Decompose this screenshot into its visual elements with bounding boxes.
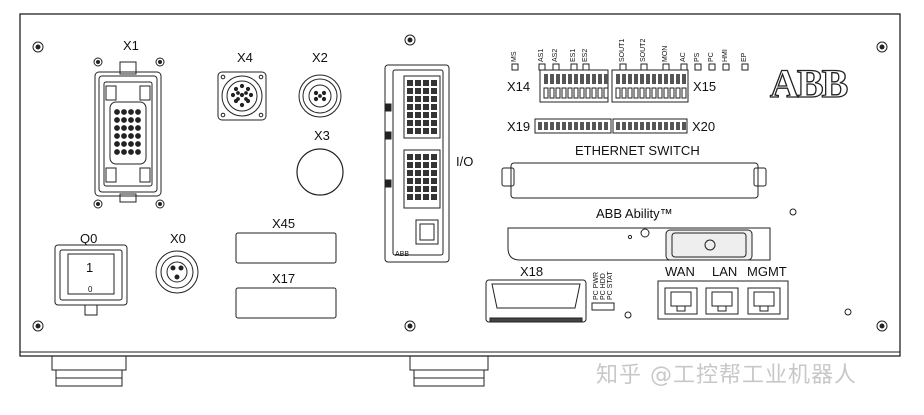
pc-led-label: PC STAT	[607, 271, 614, 300]
pc-led-strip	[591, 302, 615, 311]
x45-cover	[235, 232, 337, 264]
x19-terminal-strip[interactable]	[534, 118, 612, 134]
abb-ability-module[interactable]	[507, 227, 771, 261]
terminal-box	[511, 63, 519, 71]
lan-label: LAN	[712, 264, 737, 279]
wan-port-icon	[664, 287, 698, 315]
terminal-label: SOUT2	[640, 39, 647, 62]
terminal-box	[741, 63, 749, 71]
terminal-label: AS1	[538, 49, 545, 62]
x3-label: X3	[314, 128, 330, 143]
terminal-label: AS2	[552, 49, 559, 62]
abb-logo: ABB	[769, 60, 850, 106]
x4-connector[interactable]	[217, 71, 267, 121]
terminal-label: SOUT1	[619, 39, 626, 62]
terminal-box	[708, 63, 716, 71]
x18-port[interactable]	[485, 279, 587, 323]
terminal-strip-teeth	[538, 122, 686, 130]
screw-icon	[876, 41, 888, 53]
x3-blank-plug	[296, 148, 344, 196]
wan-label: WAN	[665, 264, 695, 279]
q0-label: Q0	[80, 231, 97, 246]
screw-icon	[404, 320, 416, 332]
x18-label: X18	[520, 264, 543, 279]
terminal-box	[694, 63, 702, 71]
screw-icon	[155, 57, 165, 67]
screw-icon	[32, 41, 44, 53]
top-terminal-labels: MS AS1 AS2 ES1 ES2 SOUT1 SOUT2 MON AC PS PC HMI EP	[511, 39, 749, 71]
q0-on-mark: 1	[86, 260, 93, 275]
watermark: 知乎 @工控帮工业机器人	[596, 363, 857, 388]
bottom-cable-glands	[51, 355, 489, 387]
x14-terminal-block[interactable]	[539, 69, 609, 103]
x2-label: X2	[312, 50, 328, 65]
x4-label: X4	[237, 50, 253, 65]
q0-main-switch[interactable]	[54, 244, 128, 316]
terminal-label: EP	[741, 52, 748, 62]
ethernet-ports[interactable]	[657, 280, 789, 320]
x2-connector[interactable]	[298, 74, 342, 118]
x1-label: X1	[123, 38, 139, 53]
terminal-label: PS	[694, 52, 701, 62]
x17-label: X17	[272, 271, 295, 286]
io-label: I/O	[456, 154, 473, 169]
screw-icon	[404, 34, 416, 46]
terminal-label: MS	[511, 51, 518, 62]
screw-icon	[155, 199, 165, 209]
x15-terminal-block[interactable]	[611, 69, 689, 103]
x15-label: X15	[693, 79, 716, 94]
screw-icon	[876, 320, 888, 332]
x19-label: X19	[507, 119, 530, 134]
terminal-block-teeth	[543, 74, 687, 99]
mgmt-label: MGMT	[747, 264, 787, 279]
ethernet-switch-slot	[501, 162, 767, 199]
x20-terminal-strip[interactable]	[612, 118, 688, 134]
abb-ability-label: ABB Ability™	[596, 206, 673, 221]
x0-label: X0	[170, 231, 186, 246]
io-brand-label: ABB	[395, 251, 409, 258]
screw-icon	[93, 199, 103, 209]
q0-off-mark: 0	[88, 285, 93, 294]
x45-label: X45	[272, 216, 295, 231]
x20-label: X20	[692, 119, 715, 134]
x17-cover	[235, 287, 337, 319]
terminal-label: MON	[662, 46, 669, 62]
terminal-label: AC	[680, 52, 687, 62]
x1-connector[interactable]	[94, 61, 162, 203]
pc-led-label: PC HDD	[600, 273, 607, 300]
terminal-label: ES1	[570, 49, 577, 62]
ethernet-switch-label: ETHERNET SWITCH	[575, 143, 700, 158]
pc-led-label: PC PWR	[593, 272, 600, 300]
io-module[interactable]	[384, 64, 450, 263]
screw-icon	[93, 57, 103, 67]
terminal-label: ES2	[582, 49, 589, 62]
mgmt-port-icon	[747, 287, 781, 315]
x14-label: X14	[507, 79, 530, 94]
screw-icon	[32, 320, 44, 332]
terminal-box	[722, 63, 730, 71]
terminal-label: HMI	[722, 49, 729, 62]
x0-power-inlet[interactable]	[155, 250, 199, 294]
svg-text:ABB: ABB	[770, 61, 848, 106]
lan-port-icon	[705, 287, 739, 315]
terminal-label: PC	[708, 52, 715, 62]
io-terminal-pins	[407, 80, 437, 200]
panel-screws	[32, 34, 888, 332]
panel-frame	[19, 13, 901, 357]
